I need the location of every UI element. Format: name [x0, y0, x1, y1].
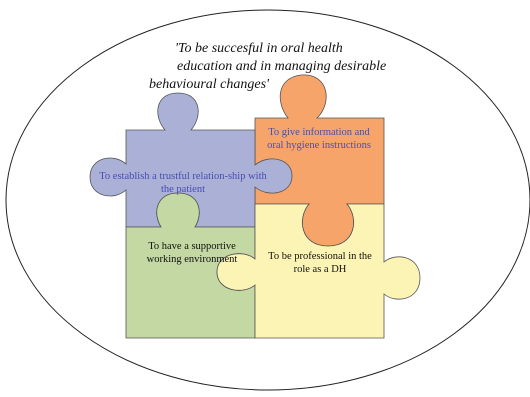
outer-ellipse [5, 9, 530, 391]
quote-line-2: education and in managing desirable [177, 59, 387, 74]
piece-text-professional: To be professional in the role as a DH [256, 250, 384, 276]
piece-text-trust-line-2: the patient [160, 184, 206, 195]
piece-text-trust-line-1: To establish a trustful relation-ship wi… [99, 171, 267, 182]
puzzle-piece-professional [216, 203, 421, 339]
quote-line-1: 'To be succesful in oral health [175, 41, 343, 56]
piece-text-environment: To have a supportive working environment [130, 240, 254, 266]
piece-text-info-line-1: To give information and [268, 127, 370, 138]
piece-text-environment-line-2: working environment [146, 254, 238, 265]
piece-text-environment-line-1: To have a supportive [148, 241, 236, 252]
piece-text-info-line-2: oral hygiene instructions [267, 140, 371, 151]
piece-text-trust: To establish a trustful relation-ship wi… [76, 170, 290, 196]
piece-text-professional-line-2: role as a DH [293, 264, 347, 275]
piece-text-professional-line-1: To be professional in the [268, 251, 372, 262]
puzzle-piece-trust [89, 92, 293, 228]
piece-text-info: To give information and oral hygiene ins… [248, 126, 390, 152]
quote-line-3: behavioural changes' [149, 77, 270, 92]
